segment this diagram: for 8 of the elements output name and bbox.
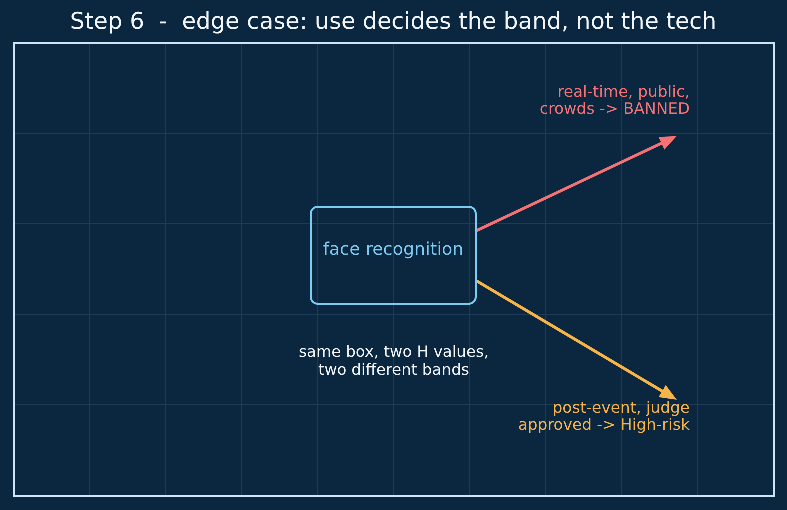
outcome-text: post-event, judge approved -> High-risk xyxy=(510,400,690,434)
arrow xyxy=(476,280,677,400)
note-text: same box, two H values, two different bands xyxy=(298,344,490,380)
outcome-text: real-time, public, crowds -> BANNED xyxy=(530,84,690,118)
box-label: face recognition xyxy=(323,240,464,260)
title: Step 6 - edge case: use decides the band, not the tech xyxy=(70,9,717,36)
arrow xyxy=(476,136,677,232)
rounded-box xyxy=(310,206,477,305)
